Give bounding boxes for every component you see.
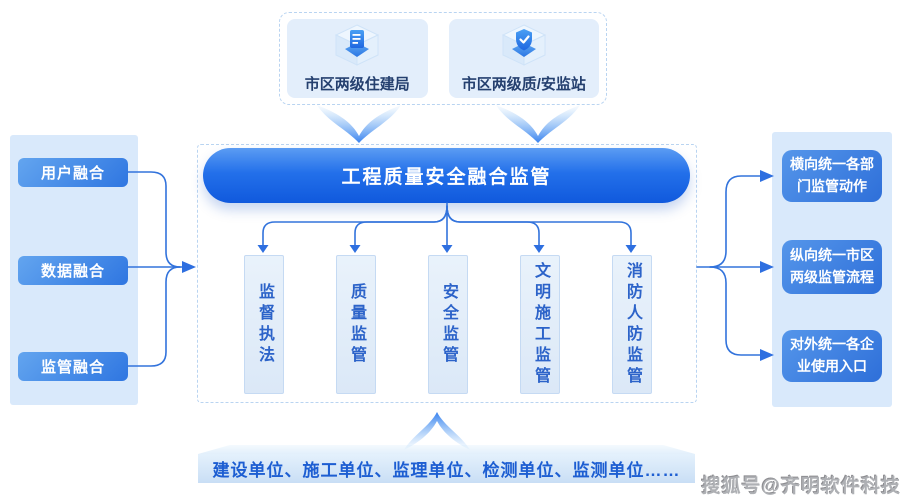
- authority-group: 市区两级住建局: [279, 12, 607, 105]
- column-quality-supervision: 质量监管: [336, 255, 376, 394]
- authority-box-housing-bureau: 市区两级住建局: [287, 19, 428, 98]
- column-safety-supervision: 安全监管: [428, 255, 468, 394]
- fusion-item-data: 数据融合: [18, 256, 128, 285]
- column-fire-civil-defense: 消防人防监管: [612, 255, 652, 394]
- goal-horizontal-unification: 横向统一各部门监管动作: [782, 150, 882, 202]
- swoosh-arrow-down-right: [496, 105, 580, 143]
- shield-cube-icon: [500, 23, 548, 72]
- left-merge-arrowhead: [182, 261, 196, 273]
- goal-vertical-unification: 纵向统一市区两级监管流程: [782, 240, 882, 294]
- authority-box-quality-safety-station: 市区两级质/安监站: [448, 19, 599, 98]
- authority-label: 市区两级质/安监站: [461, 76, 586, 93]
- unification-panel: 横向统一各部门监管动作 纵向统一市区两级监管流程 对外统一各企业使用入口: [772, 132, 892, 407]
- fusion-item-user: 用户融合: [18, 158, 128, 187]
- swoosh-arrow-down-left: [317, 105, 401, 143]
- watermark-text: 搜狐号@齐明软件科技: [701, 476, 901, 497]
- swoosh-arrow-up: [404, 412, 470, 450]
- units-platform: 建设单位、施工单位、监理单位、检测单位、监测单位……: [198, 454, 695, 483]
- column-supervision-enforcement: 监督执法: [244, 255, 284, 394]
- fusion-panel: 用户融合 数据融合 监管融合: [10, 135, 138, 405]
- core-supervision-container: 工程质量安全融合监管 监督执法 质量监管 安全监管 文明施工监管 消防人防监管: [197, 144, 697, 403]
- building-cube-icon: [333, 23, 381, 72]
- units-platform-top-face: [198, 445, 695, 454]
- core-title-pill: 工程质量安全融合监管: [203, 148, 690, 203]
- fusion-item-supervision: 监管融合: [18, 352, 128, 381]
- goal-external-unification: 对外统一各企业使用入口: [782, 330, 882, 382]
- authority-label: 市区两级住建局: [304, 76, 410, 93]
- column-civilized-construction: 文明施工监管: [520, 255, 560, 394]
- right-branch-connectors: [696, 175, 761, 356]
